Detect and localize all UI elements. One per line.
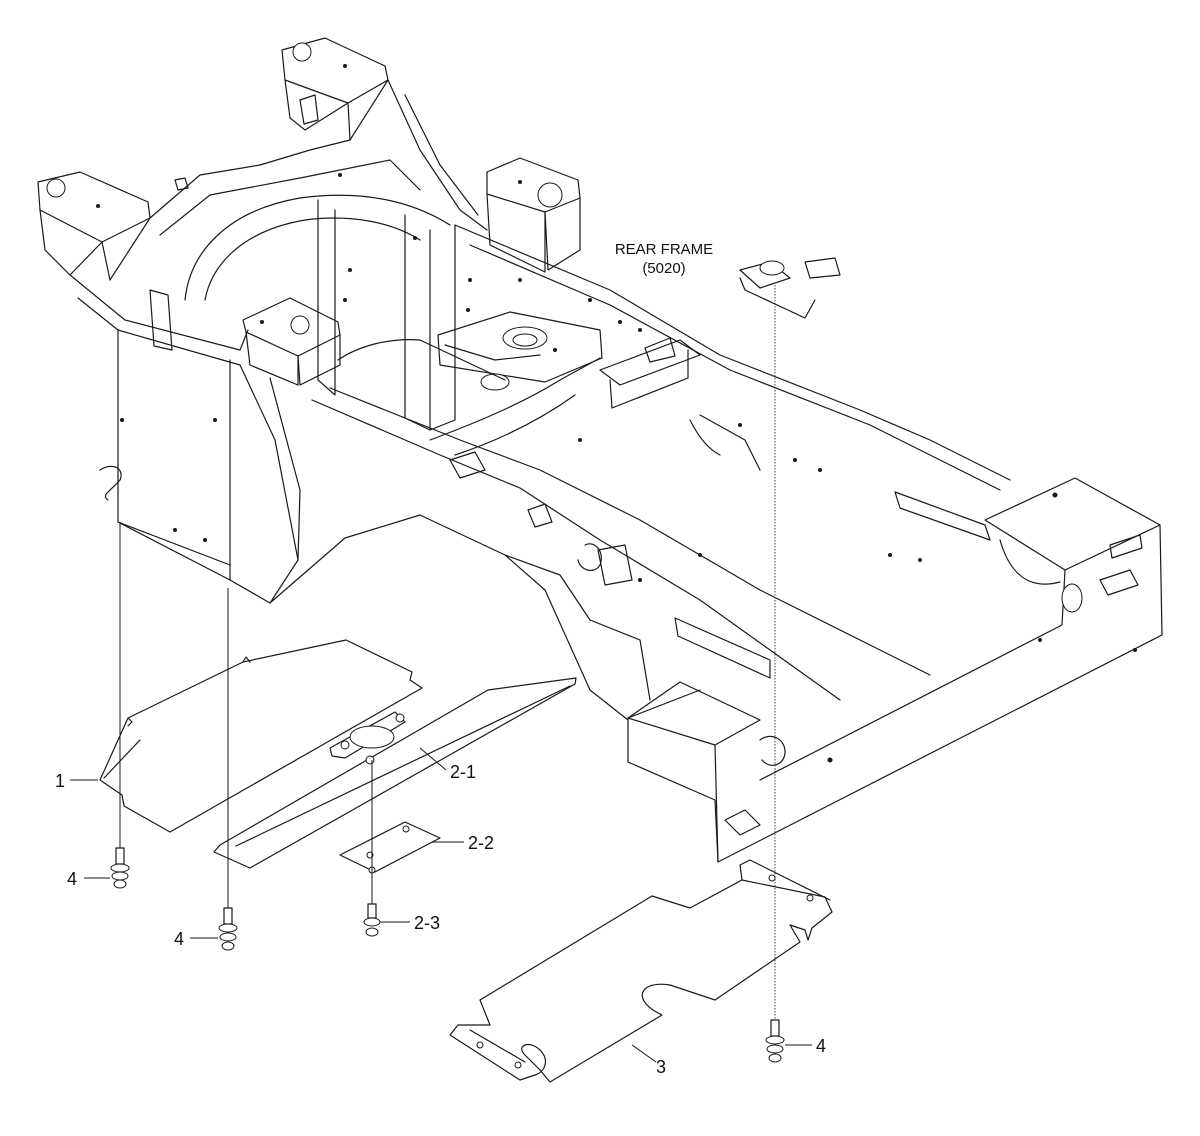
bolt-4-left <box>110 522 130 889</box>
rear-frame <box>37 37 1163 863</box>
callout-4-right: 4 <box>816 1036 826 1056</box>
leader-2-1 <box>419 747 447 771</box>
callout-2-2: 2-2 <box>468 833 494 853</box>
callout-2-1: 2-1 <box>450 762 476 782</box>
frame-label-name: REAR FRAME <box>615 241 713 258</box>
part-2-1-long-plate <box>213 677 577 869</box>
part-1-cover-plate <box>99 639 423 833</box>
callout-4-left: 4 <box>67 869 77 889</box>
frame-label-code: (5020) <box>642 260 685 277</box>
bolt-4-center <box>218 588 238 951</box>
callout-2-3: 2-3 <box>414 913 440 933</box>
leader-3 <box>631 1044 657 1063</box>
callout-4-center: 4 <box>174 929 184 949</box>
callout-3: 3 <box>656 1057 666 1077</box>
callout-1: 1 <box>55 771 65 791</box>
bolt-2-3 <box>363 760 381 937</box>
part-3-rear-plate <box>449 859 833 1083</box>
part-2-2-small-plate <box>339 821 441 874</box>
bolt-4-right <box>765 285 785 1063</box>
